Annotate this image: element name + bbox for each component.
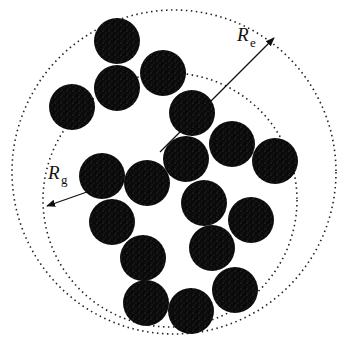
particle (49, 84, 95, 130)
particle (89, 199, 135, 245)
radius-arrow (47, 186, 104, 206)
particle (181, 180, 227, 226)
particle (252, 138, 298, 184)
particle (123, 280, 169, 326)
outer-dotted-circle (12, 10, 336, 334)
particle (189, 225, 235, 271)
particle (169, 90, 215, 136)
radius-symbol: R (237, 25, 249, 44)
radius-subscript: e (250, 36, 256, 49)
radius-arrow (160, 38, 274, 152)
particle (228, 197, 274, 243)
particle (94, 18, 140, 64)
particle-group (49, 18, 298, 334)
inner-dotted-circle (43, 73, 297, 327)
particle (212, 267, 258, 313)
particle (124, 160, 170, 206)
radius-subscript: g (61, 173, 68, 186)
particle (140, 50, 186, 96)
particle (94, 65, 140, 111)
particle (209, 121, 255, 167)
radius-symbol: R (48, 163, 60, 182)
particle (168, 288, 214, 334)
particle (120, 235, 166, 281)
